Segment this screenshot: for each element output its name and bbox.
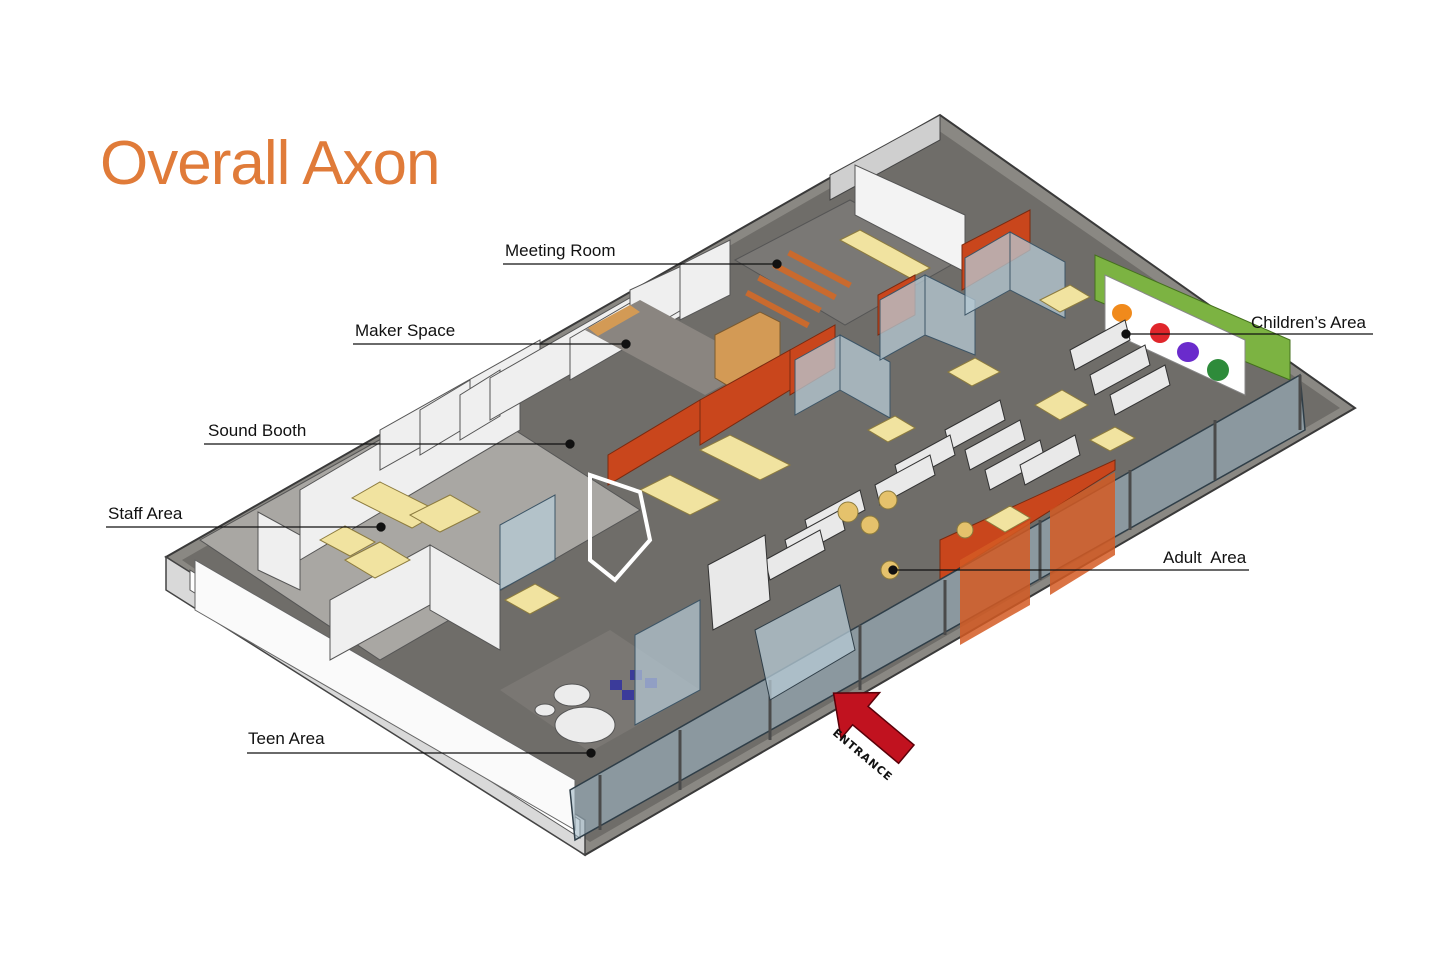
label-maker-space: Maker Space [355,321,456,340]
label-staff-area: Staff Area [108,504,183,523]
label-childrens-area: Children’s Area [1251,313,1366,332]
maker-space-counter [588,305,640,336]
label-meeting-room: Meeting Room [505,241,616,260]
teen-round-table-large [554,706,616,744]
bookshelves [707,319,1171,631]
leader-lines [106,259,1373,758]
adult-area-orange-frames [960,472,1115,645]
childrens-blob-green [1207,359,1229,381]
childrens-blob-red [1150,323,1170,343]
childrens-blob-purple [1177,342,1199,362]
meeting-room-table-light [838,229,932,279]
meeting-room-tables [745,249,852,329]
partition-walls [257,239,731,661]
childrens-blob-orange [1112,304,1132,322]
teen-round-table-tiny [534,703,556,717]
label-sound-booth: Sound Booth [208,421,307,440]
staff-desks [318,481,562,615]
entrance-arrow-icon [832,691,916,765]
round-tables [837,490,974,580]
teen-glass-wall [634,599,701,726]
label-adult-area: Adult Area [1163,548,1247,567]
page-title: Overall Axon [100,129,441,198]
entrance-vestibule [754,584,856,701]
label-teen-area: Teen Area [248,729,325,748]
reading-tables [638,284,1137,533]
glass-rooms [499,231,1066,591]
staircase [588,472,653,583]
staff-zone [199,394,641,661]
teen-round-table-small [553,683,591,707]
